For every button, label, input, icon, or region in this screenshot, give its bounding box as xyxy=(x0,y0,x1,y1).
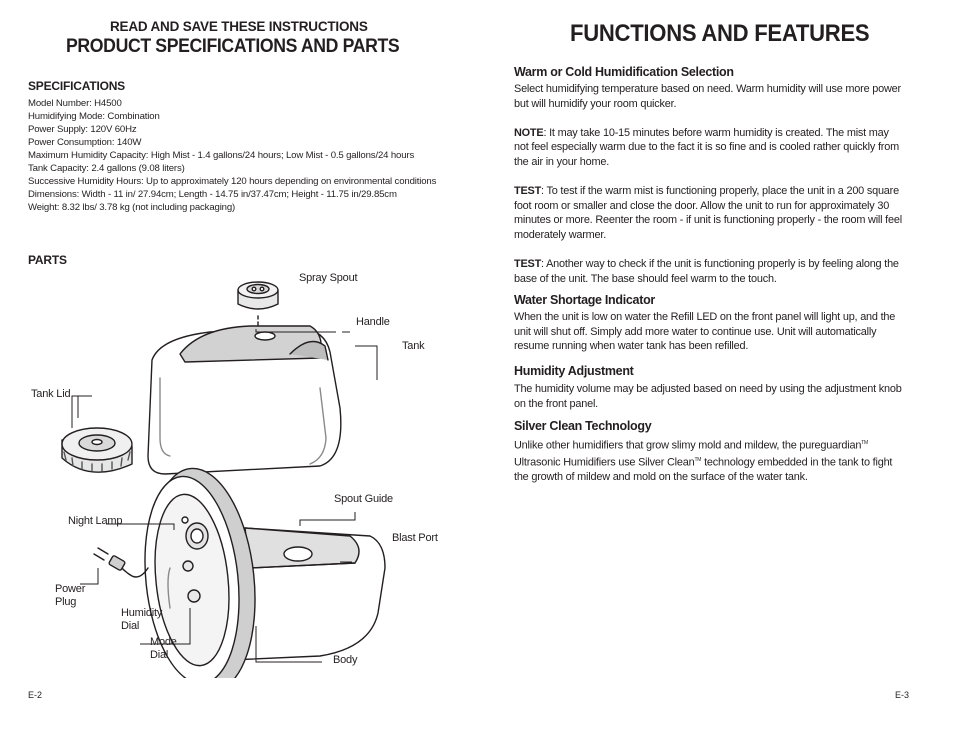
water-shortage-heading: Water Shortage Indicator xyxy=(514,293,655,307)
trademark-mark: TM xyxy=(694,457,702,464)
label-mode-dial: Mode Dial xyxy=(150,636,177,662)
water-shortage-body: When the unit is low on water the Refill… xyxy=(514,310,904,354)
warm-cold-section: Select humidifying temperature based on … xyxy=(514,82,904,286)
tank-lid-drawing xyxy=(61,427,133,473)
label-tank: Tank xyxy=(402,340,425,352)
note-text: : It may take 10-15 minutes before warm … xyxy=(514,126,899,168)
test-label: TEST xyxy=(514,185,542,198)
silver-clean-text-c: technology embedded in the tank to fight… xyxy=(514,456,893,484)
spec-item: Weight: 8.32 lbs/ 3.78 kg (not including… xyxy=(28,202,236,213)
label-spray-spout: Spray Spout xyxy=(299,272,358,284)
label-mode-dial-line2: Dial xyxy=(150,649,169,661)
water-shortage-text: When the unit is low on water the Refill… xyxy=(514,311,896,353)
humidifier-parts-diagram xyxy=(61,281,386,678)
label-body: Body xyxy=(333,654,358,666)
label-power-plug-line1: Power xyxy=(55,583,86,595)
spec-item: Humidifying Mode: Combination xyxy=(28,111,160,122)
label-mode-dial-line1: Mode xyxy=(150,636,177,648)
label-blast-port: Blast Port xyxy=(392,532,438,544)
spec-item: Maximum Humidity Capacity: High Mist - 1… xyxy=(28,150,415,161)
warm-cold-heading: Warm or Cold Humidification Selection xyxy=(514,65,734,79)
silver-clean-text-a: Unlike other humidifiers that grow slimy… xyxy=(514,439,862,452)
humidity-adjustment-text: The humidity volume may be adjusted base… xyxy=(514,383,902,410)
specifications-list: Model Number: H4500 Humidifying Mode: Co… xyxy=(28,97,436,214)
silver-clean-body: Unlike other humidifiers that grow slimy… xyxy=(514,436,904,485)
warm-cold-test-2: TEST: Another way to check if the unit i… xyxy=(514,257,904,286)
spec-item: Model Number: H4500 xyxy=(28,98,122,109)
label-power-plug: Power Plug xyxy=(55,583,85,609)
tank-drawing xyxy=(147,325,342,475)
right-page-title: FUNCTIONS AND FEATURES xyxy=(570,20,870,47)
spray-spout-drawing xyxy=(237,281,279,327)
warm-cold-note: NOTE: It may take 10-15 minutes before w… xyxy=(514,126,904,170)
silver-clean-text-b: Ultrasonic Humidifiers use Silver Clean xyxy=(514,456,695,469)
page-number-left: E-2 xyxy=(28,690,43,700)
read-and-save-heading: READ AND SAVE THESE INSTRUCTIONS xyxy=(110,19,368,34)
test-label: TEST xyxy=(514,258,542,271)
warm-cold-intro: Select humidifying temperature based on … xyxy=(514,83,901,110)
left-page-title: PRODUCT SPECIFICATIONS AND PARTS xyxy=(66,36,400,57)
spec-item: Successive Humidity Hours: Up to approxi… xyxy=(28,176,437,187)
humidity-adjustment-heading: Humidity Adjustment xyxy=(514,364,634,378)
spec-item: Power Consumption: 140W xyxy=(28,137,142,148)
page-number-right: E-3 xyxy=(895,690,910,700)
test-text: : Another way to check if the unit is fu… xyxy=(514,258,899,285)
label-handle: Handle xyxy=(356,316,390,328)
label-humidity-dial-line1: Humidity xyxy=(121,607,163,619)
warm-cold-test-1: TEST: To test if the warm mist is functi… xyxy=(514,184,904,242)
specifications-heading: SPECIFICATIONS xyxy=(28,79,125,93)
label-power-plug-line2: Plug xyxy=(55,596,77,608)
silver-clean-text: Unlike other humidifiers that grow slimy… xyxy=(514,436,904,485)
label-night-lamp: Night Lamp xyxy=(68,515,123,527)
power-plug-drawing xyxy=(93,547,149,578)
label-tank-lid: Tank Lid xyxy=(31,388,71,400)
front-panel-drawing xyxy=(144,467,256,678)
label-spout-guide: Spout Guide xyxy=(334,493,393,505)
spec-item: Tank Capacity: 2.4 gallons (9.08 liters) xyxy=(28,163,185,174)
note-label: NOTE xyxy=(514,126,544,139)
label-humidity-dial-line2: Dial xyxy=(121,620,140,632)
silver-clean-heading: Silver Clean Technology xyxy=(514,419,652,433)
trademark-mark: TM xyxy=(861,440,869,446)
test-text: : To test if the warm mist is functionin… xyxy=(514,185,902,241)
spec-item: Power Supply: 120V 60Hz xyxy=(28,124,137,135)
parts-heading: PARTS xyxy=(28,253,67,267)
label-humidity-dial: Humidity Dial xyxy=(121,607,162,633)
humidity-adjustment-body: The humidity volume may be adjusted base… xyxy=(514,382,904,411)
spec-item: Dimensions: Width - 11 in/ 27.94cm; Leng… xyxy=(28,189,397,200)
